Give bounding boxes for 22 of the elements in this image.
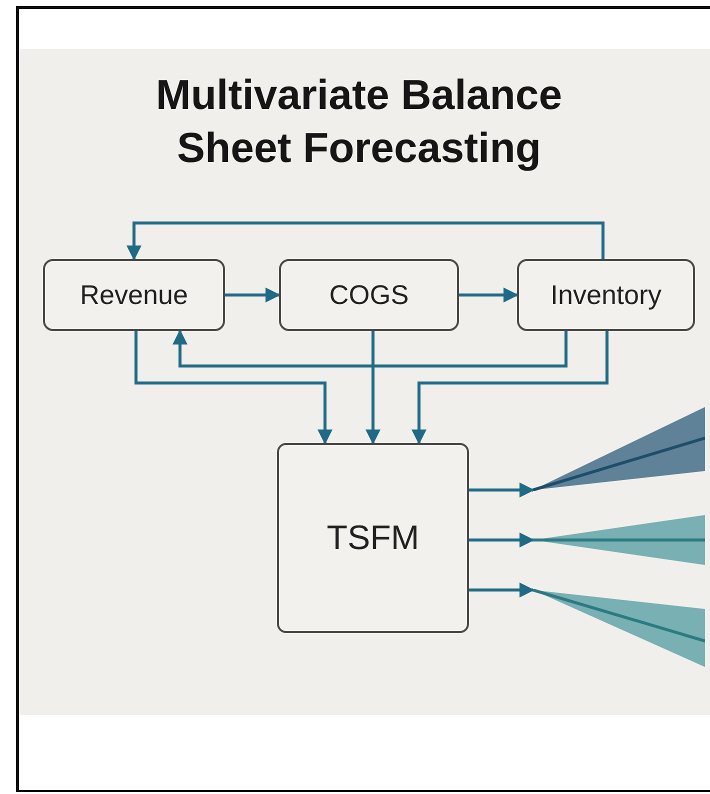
arrow — [469, 482, 534, 498]
arrow — [412, 331, 608, 444]
arrow — [172, 330, 568, 368]
process-box — [279, 259, 459, 331]
arrow — [134, 331, 332, 444]
forecast-fan-drawing — [533, 589, 705, 667]
box-label: COGS — [329, 280, 409, 310]
arrow — [459, 288, 518, 302]
forecast-fan-drawing — [533, 407, 705, 491]
box-label: TSFM — [326, 518, 420, 558]
box-label: Revenue — [80, 280, 188, 310]
process-box — [43, 259, 225, 331]
arrow — [469, 532, 534, 548]
arrow — [469, 582, 534, 598]
diagram-title: Multivariate Balance Sheet Forecasting — [154, 70, 564, 173]
arrow — [366, 331, 380, 444]
process-box — [277, 443, 469, 633]
box-label: Inventory — [550, 280, 662, 310]
process-box — [517, 259, 695, 331]
arrow — [126, 222, 604, 260]
forecast-fan-drawing — [533, 515, 705, 565]
arrow — [225, 288, 280, 302]
